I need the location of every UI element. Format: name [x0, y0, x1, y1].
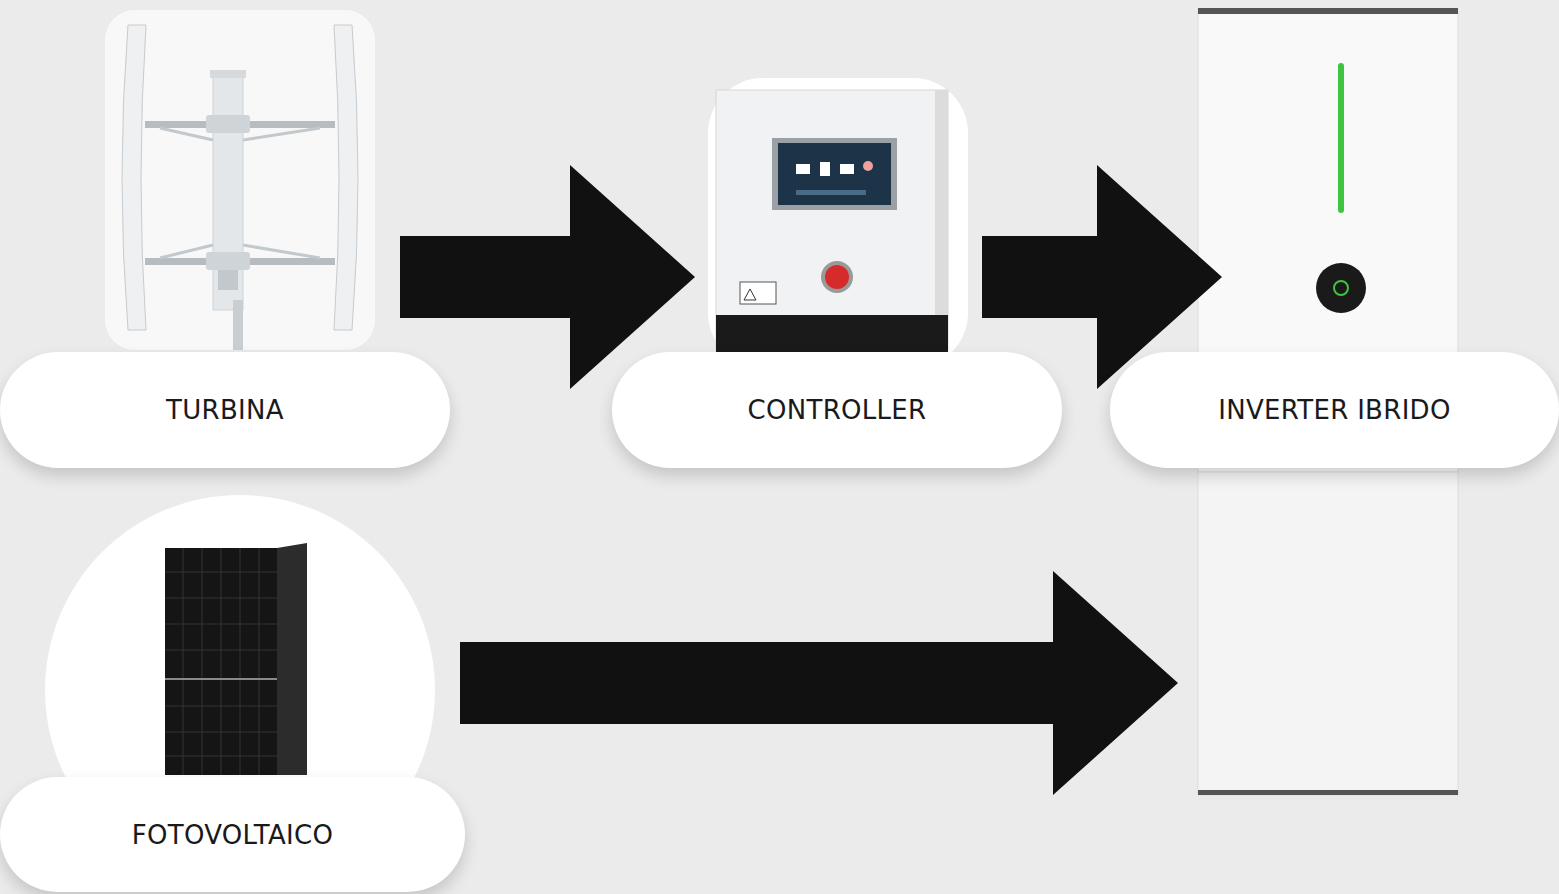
turbine-illustration [105, 10, 375, 350]
component-node: FOTOVOLTAICO [45, 495, 435, 850]
component-label: INVERTER IBRIDO [1218, 395, 1450, 425]
component-node: CONTROLLER [708, 78, 968, 350]
component-label: FOTOVOLTAICO [132, 820, 334, 850]
inverter-illustration [1198, 8, 1458, 795]
controller-illustration [708, 78, 968, 368]
component-label: TURBINA [166, 395, 284, 425]
label-pill: TURBINA [0, 352, 450, 468]
component-node: INVERTER IBRIDO [1198, 10, 1458, 795]
label-pill: CONTROLLER [612, 352, 1062, 468]
label-pill: FOTOVOLTAICO [0, 777, 465, 892]
flow-arrow [460, 571, 1178, 795]
component-label: CONTROLLER [748, 395, 927, 425]
component-node: TURBINA [105, 10, 375, 350]
label-pill: INVERTER IBRIDO [1110, 352, 1559, 468]
